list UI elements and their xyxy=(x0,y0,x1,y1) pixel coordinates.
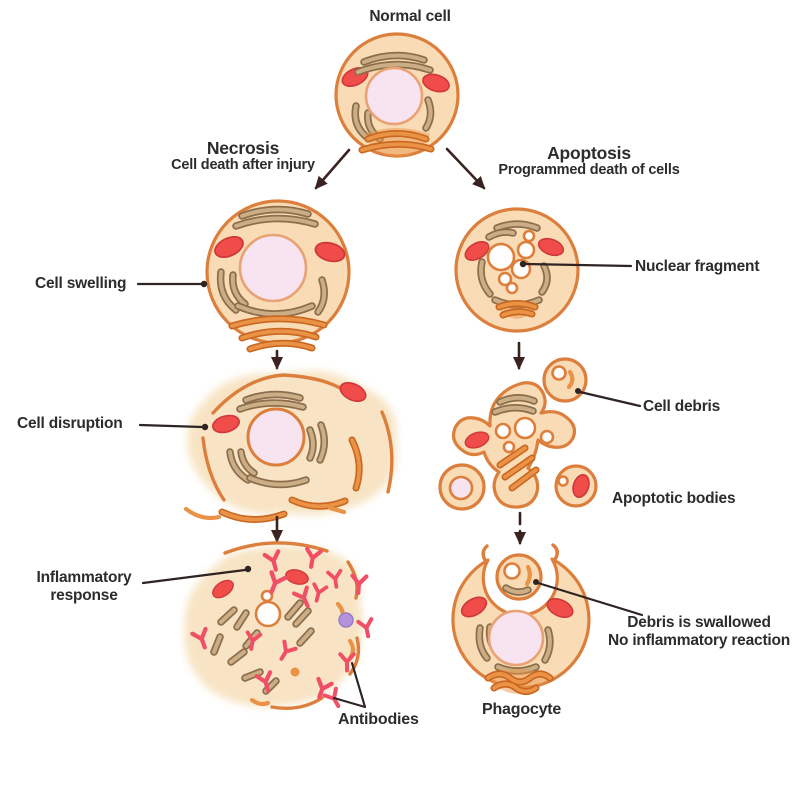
leader-dot-cell-disruption xyxy=(201,423,209,431)
normal-cell-illustration xyxy=(334,32,460,158)
phagocyte-illustration xyxy=(451,543,591,695)
apoptosis-title: Apoptosis xyxy=(547,143,631,163)
apoptotic-bodies-illustration xyxy=(438,357,598,511)
inflammatory-response-label: Inflammatory response xyxy=(37,569,132,605)
leader-cell-disruption xyxy=(138,423,204,429)
leader-nuclear-fragment xyxy=(524,262,633,268)
necrosis-title: Necrosis xyxy=(206,138,280,158)
cell-debris-body xyxy=(542,357,588,403)
disrupted-cell-illustration xyxy=(183,370,397,524)
arrow-normal-to-necrosis xyxy=(314,148,351,190)
debris-swallowed-line2: No inflammatory reaction xyxy=(607,631,791,649)
debris-swallowed-line1: Debris is swallowed xyxy=(627,614,771,631)
inflammatory-response-illustration xyxy=(184,541,377,712)
apoptotic-cell-illustration xyxy=(454,207,580,333)
debris-swallowed-label: Debris is swallowed No inflammatory reac… xyxy=(608,614,790,650)
phagocyte-label: Phagocyte xyxy=(482,701,562,718)
cell-swelling-label: Cell swelling xyxy=(35,275,127,292)
apoptosis-subtitle: Programmed death of cells xyxy=(498,162,680,178)
antibodies-label: Antibodies xyxy=(338,711,419,728)
leader-dot-inflammatory-response xyxy=(244,565,252,573)
leader-antibodies xyxy=(332,661,367,709)
necrosis-subtitle: Cell death after injury xyxy=(171,157,315,173)
cell-disruption-label: Cell disruption xyxy=(17,415,123,432)
leader-cell-debris xyxy=(578,390,642,408)
leader-dot-nuclear-fragment xyxy=(519,260,527,268)
cell-debris-label: Cell debris xyxy=(643,398,721,415)
inflammatory-response-line2: response xyxy=(50,586,118,604)
leader-dot-cell-swelling xyxy=(200,280,208,288)
swollen-cell-illustration xyxy=(205,199,351,353)
apoptotic-bodies-label: Apoptotic bodies xyxy=(612,490,736,507)
leader-inflammatory-response xyxy=(141,568,247,585)
normal-cell-label: Normal cell xyxy=(369,8,451,25)
inflammatory-response-line1: Inflammatory xyxy=(36,569,132,586)
arrow-normal-to-apoptosis xyxy=(445,147,486,190)
nuclear-fragment-label: Nuclear fragment xyxy=(635,258,760,275)
leader-debris-swallowed xyxy=(536,581,644,617)
